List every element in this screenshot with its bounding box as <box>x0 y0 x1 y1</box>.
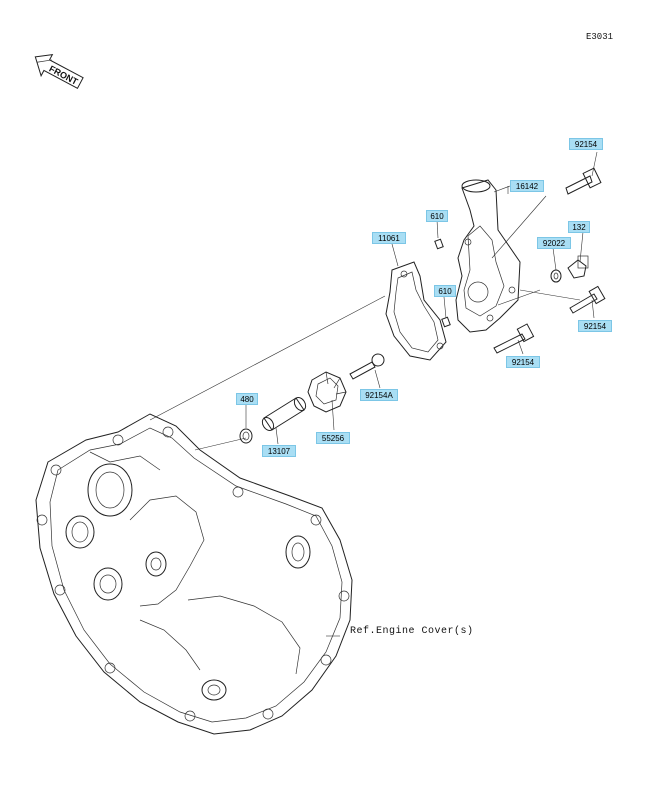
engine-cover <box>35 413 353 735</box>
gasket-11061 <box>385 261 447 361</box>
part-label-92022[interactable]: 92022 <box>537 237 571 249</box>
drain-bolt-132 <box>567 255 589 279</box>
bolt-92154-right <box>569 285 606 314</box>
part-label-132[interactable]: 132 <box>568 221 590 233</box>
part-label-92154A[interactable]: 92154A <box>360 389 398 401</box>
part-label-13107[interactable]: 13107 <box>262 445 296 457</box>
part-label-480[interactable]: 480 <box>236 393 258 405</box>
part-label-16142[interactable]: 16142 <box>510 180 544 192</box>
part-label-92154-bottom[interactable]: 92154 <box>506 356 540 368</box>
shaft-13107 <box>261 396 307 432</box>
bolt-92154-top <box>565 167 602 195</box>
front-arrow-icon: FRONT <box>34 53 84 89</box>
part-label-11061[interactable]: 11061 <box>372 232 406 244</box>
diagram-code: E3031 <box>586 32 614 42</box>
washer-480 <box>239 428 253 444</box>
bolt-92154A <box>349 353 385 380</box>
part-label-92154-right[interactable]: 92154 <box>578 320 612 332</box>
part-label-55256[interactable]: 55256 <box>316 432 350 444</box>
part-label-92154-top[interactable]: 92154 <box>569 138 603 150</box>
pump-cover-16142 <box>455 179 521 333</box>
dowel-pin-b <box>441 316 451 328</box>
part-label-610-a[interactable]: 610 <box>426 210 448 222</box>
ref-engine-cover-text[interactable]: Ref.Engine Cover(s) <box>350 626 474 637</box>
dowel-pin-a <box>434 238 444 250</box>
washer-92022 <box>550 269 562 283</box>
part-label-610-b[interactable]: 610 <box>434 285 456 297</box>
bolt-92154-bottom <box>493 323 535 354</box>
impeller-55256 <box>307 371 347 413</box>
